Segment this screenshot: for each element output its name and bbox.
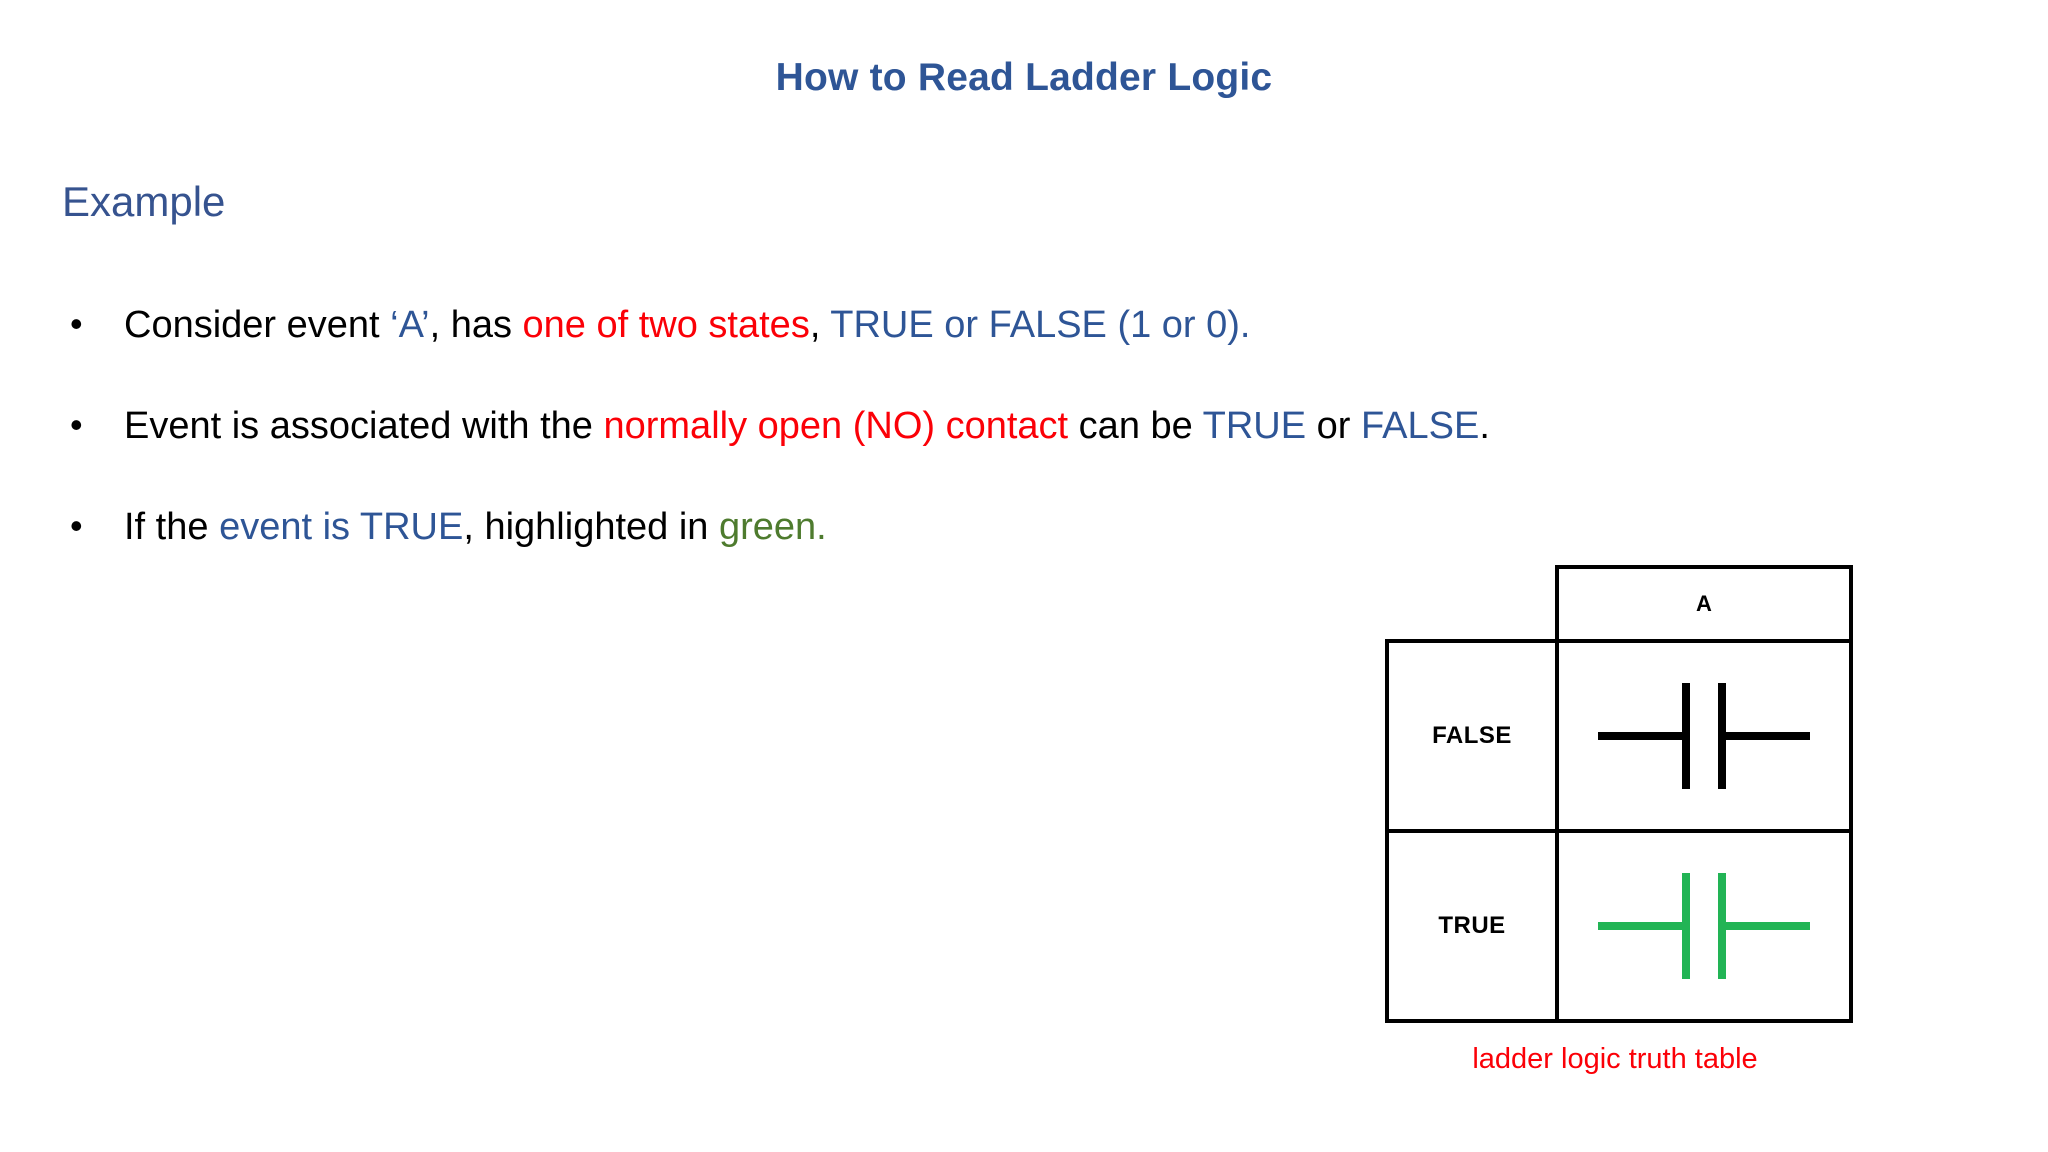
text-run: , highlighted in (463, 506, 719, 548)
list-item: • Consider event ‘A’, has one of two sta… (62, 302, 1962, 348)
column-header-a: A (1555, 565, 1853, 643)
row-label-false: FALSE (1385, 639, 1559, 833)
bullet-text-1: Consider event ‘A’, has one of two state… (124, 302, 1251, 348)
bullet-point-icon: • (70, 404, 83, 445)
text-run: . (1479, 405, 1490, 447)
text-run: Event is associated with the (124, 405, 604, 447)
text-run: or (1306, 405, 1362, 447)
text-run: can be (1068, 405, 1203, 447)
page-title: How to Read Ladder Logic (775, 56, 1273, 99)
text-run: ‘A’ (390, 304, 430, 346)
text-run: event is TRUE (219, 506, 464, 548)
table-row-header: A (1387, 565, 1853, 643)
table-row: TRUE (1385, 829, 1853, 1023)
bullet-point-icon: • (70, 303, 83, 344)
text-run: , has (429, 304, 523, 346)
list-item: • If the event is TRUE, highlighted in g… (62, 504, 1962, 550)
text-run: , (809, 304, 831, 346)
text-run: normally open (NO) contact (603, 405, 1069, 447)
ladder-logic-truth-table: A FALSE TRUE (1385, 565, 1853, 1023)
figure-caption: ladder logic truth table (1472, 1043, 1758, 1075)
bullet-text-3: If the event is TRUE, highlighted in gre… (124, 504, 827, 550)
contact-cell-false (1555, 639, 1853, 833)
section-heading-example: Example (62, 178, 226, 225)
contact-cell-true (1555, 829, 1853, 1023)
bullet-text-2: Event is associated with the normally op… (124, 403, 1490, 449)
truth-table-figure: A FALSE TRUE (1385, 565, 1853, 1076)
text-run: one of two states (522, 304, 810, 346)
table-row: FALSE (1385, 639, 1853, 833)
normally-open-contact-icon (1598, 683, 1810, 789)
text-run: Consider event (124, 304, 391, 346)
list-item: • Event is associated with the normally … (62, 403, 1962, 449)
bullet-point-icon: • (70, 505, 83, 546)
text-run: green. (718, 506, 827, 548)
bullet-list: • Consider event ‘A’, has one of two sta… (62, 302, 1962, 605)
text-run: TRUE or FALSE (1 or 0). (830, 304, 1251, 346)
row-label-true: TRUE (1385, 829, 1559, 1023)
text-run: If the (124, 506, 220, 548)
text-run: FALSE (1361, 405, 1480, 447)
normally-open-contact-icon (1598, 873, 1810, 979)
corner-cell-empty (1387, 567, 1557, 641)
text-run: TRUE (1202, 405, 1307, 447)
